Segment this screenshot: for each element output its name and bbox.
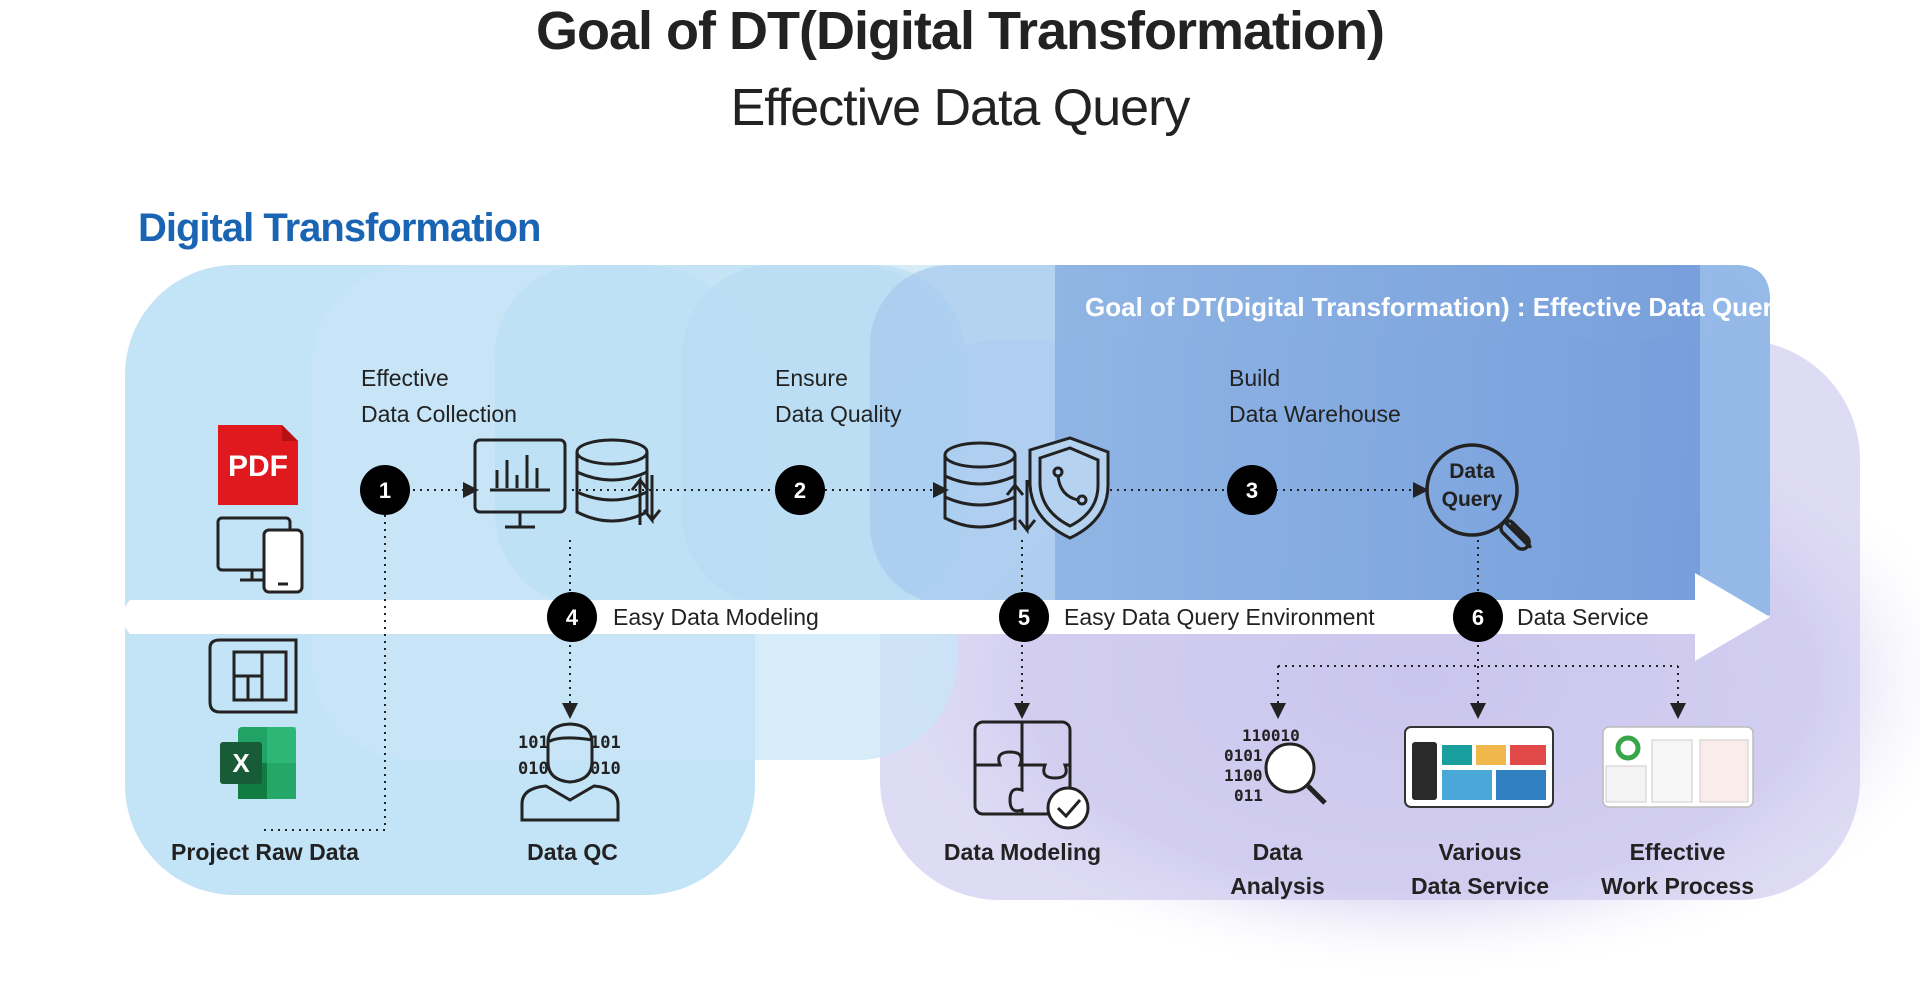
- analysis-binary-3: 1100: [1224, 766, 1263, 785]
- step-number-6: 6: [1471, 605, 1485, 630]
- step-number-1: 1: [378, 478, 392, 503]
- step-number-2: 2: [793, 478, 807, 503]
- output-data-analysis: Data Analysis: [1200, 835, 1355, 903]
- data-query-line2: Query: [1441, 488, 1503, 511]
- database-shield-icon: [943, 436, 1110, 540]
- step-circle-3: [1227, 465, 1277, 515]
- analysis-binary-4: 011: [1234, 786, 1263, 805]
- database-sync-icon: [575, 438, 662, 525]
- work-process-thumbnail: [1602, 726, 1754, 808]
- step-number-3: 3: [1245, 478, 1259, 503]
- output-effective-work-process: Effective Work Process: [1590, 835, 1765, 903]
- goal-banner: Goal of DT(Digital Transformation) : Eff…: [1085, 292, 1788, 322]
- data-query-magnifier-icon: [1425, 443, 1532, 551]
- analysis-binary: 110010 0101 1100 011: [1224, 726, 1300, 806]
- goal-panel: [1055, 265, 1770, 615]
- output-various-data-service: Various Data Service: [1395, 835, 1565, 903]
- output-data-analysis-line2: Analysis: [1230, 873, 1325, 899]
- arrow-label-query-env: Easy Data Query Environment: [1064, 604, 1375, 630]
- puzzle-check-icon: [973, 720, 1090, 830]
- binary-left-2: 010: [518, 759, 549, 779]
- stage-warehouse-line2: Data Warehouse: [1229, 401, 1401, 427]
- section-title: Digital Transformation: [138, 206, 541, 250]
- data-query-line1: Data: [1449, 460, 1495, 483]
- page-subtitle: Effective Data Query: [730, 79, 1191, 137]
- step-number-4: 4: [565, 605, 579, 630]
- step-circle-6: [1453, 592, 1503, 642]
- stage-quality-line1: Ensure: [775, 365, 848, 391]
- arrow-label-modeling: Easy Data Modeling: [613, 604, 819, 630]
- excel-icon: [220, 727, 296, 799]
- output-service-line1: Various: [1438, 839, 1522, 865]
- stage-warehouse-label: Build Data Warehouse: [1229, 360, 1401, 432]
- output-raw-data: Project Raw Data: [171, 839, 359, 865]
- output-data-qc: Data QC: [527, 839, 618, 865]
- step-circle-2: [775, 465, 825, 515]
- step-number-5: 5: [1017, 605, 1031, 630]
- output-work-line1: Effective: [1629, 839, 1726, 865]
- step-circles: [360, 465, 1503, 642]
- output-data-modeling: Data Modeling: [943, 839, 1102, 865]
- page-title: Goal of DT(Digital Transformation): [535, 1, 1385, 61]
- excel-icon-letter: X: [232, 748, 250, 778]
- output-work-line2: Work Process: [1601, 873, 1754, 899]
- stage-warehouse-line1: Build: [1229, 365, 1281, 391]
- data-qc-person-icon: [520, 722, 620, 822]
- blueprint-icon: [208, 638, 298, 714]
- binary-right: 101 010: [590, 730, 621, 782]
- binary-right-2: 010: [590, 759, 621, 779]
- output-data-analysis-line1: Data: [1252, 839, 1303, 865]
- binary-left-1: 101: [518, 733, 549, 753]
- main-arrow: [122, 573, 1770, 661]
- stage-collection-label: Effective Data Collection: [361, 360, 517, 432]
- analysis-binary-2: 0101: [1224, 746, 1263, 765]
- output-service-line2: Data Service: [1410, 873, 1550, 899]
- stage-collection-line1: Effective: [361, 365, 449, 391]
- stage-quality-label: Ensure Data Quality: [775, 360, 902, 432]
- stage-quality-line2: Data Quality: [775, 401, 902, 427]
- data-query-icon-text: Data Query: [1427, 458, 1517, 514]
- stage-collection-line2: Data Collection: [361, 401, 517, 427]
- step-circle-5: [999, 592, 1049, 642]
- pdf-icon: [218, 425, 298, 505]
- binary-right-1: 101: [590, 733, 621, 753]
- arrow-label-service: Data Service: [1517, 604, 1649, 630]
- analysis-binary-1: 110010: [1242, 726, 1300, 745]
- step-circle-1: [360, 465, 410, 515]
- monitor-chart-icon: [473, 438, 567, 529]
- devices-icon: [216, 516, 304, 594]
- dashboard-thumbnail: [1404, 726, 1554, 808]
- pdf-icon-text: PDF: [228, 450, 288, 483]
- binary-left: 101 010: [518, 730, 549, 782]
- analysis-magnifier-icon: [1264, 742, 1327, 805]
- step-circle-4: [547, 592, 597, 642]
